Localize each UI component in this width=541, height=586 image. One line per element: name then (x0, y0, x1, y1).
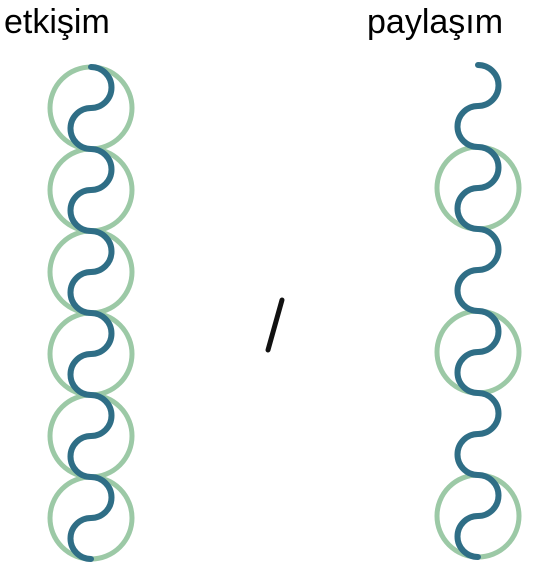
slash-mark (268, 300, 282, 350)
right-chain (437, 65, 519, 557)
left-chain (50, 67, 132, 559)
